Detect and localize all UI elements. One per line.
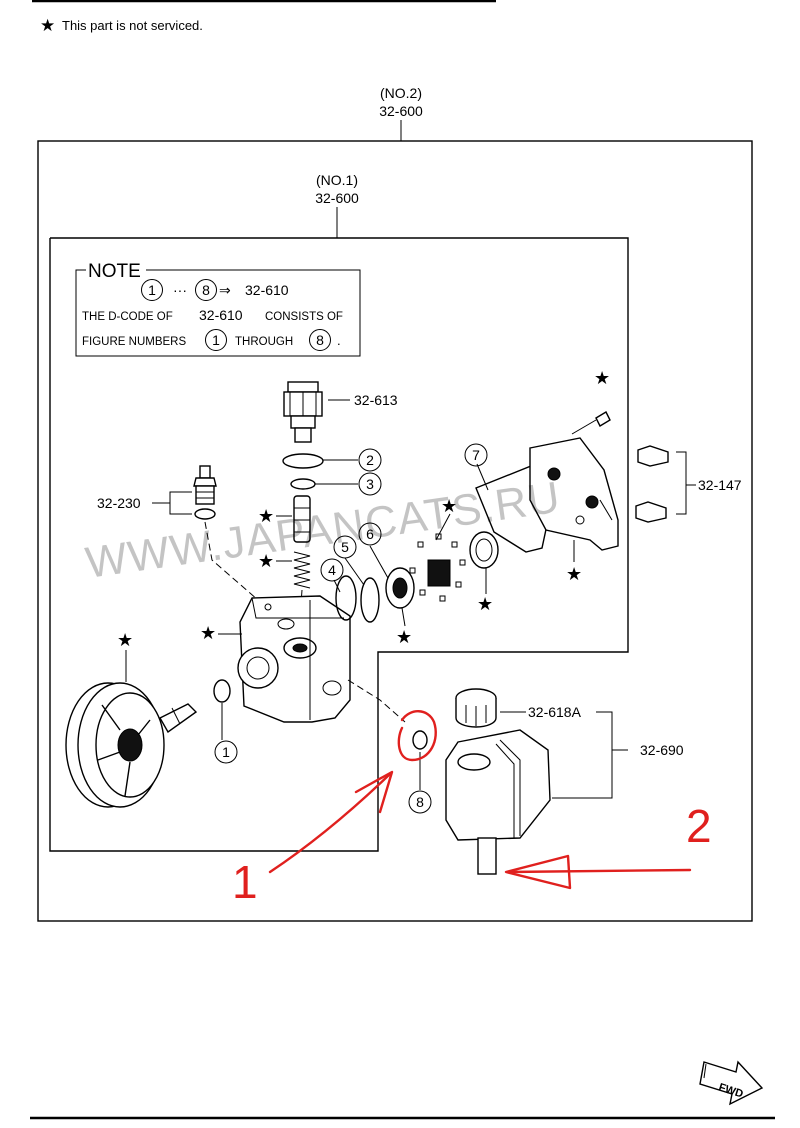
note-line3-n8: 8: [316, 332, 324, 348]
annotation-label-1: 1: [232, 856, 258, 908]
pulley: [65, 682, 198, 808]
pump-body: [237, 595, 351, 723]
o-ring-8: [412, 730, 428, 750]
label-32-690: 32-690: [640, 742, 684, 758]
label-32-147: 32-147: [698, 477, 742, 493]
label-32-613: 32-613: [354, 392, 398, 408]
callout-5: [333, 535, 357, 559]
callout-1: [214, 740, 238, 764]
rotor-vanes: [409, 533, 466, 602]
valve-spring: [293, 551, 311, 589]
star-icon: ★: [40, 16, 55, 35]
label-32-230: 32-230: [97, 495, 141, 511]
figure-number-8: 8: [416, 794, 424, 810]
red-annotation-2: 2: [504, 800, 712, 890]
callout-6: [358, 522, 382, 546]
note-range-start: 1: [148, 282, 156, 298]
cover-bolt: [571, 411, 611, 435]
outer-assembly-sub: (NO.2): [380, 85, 422, 101]
part-32-147-clips: [635, 445, 669, 523]
callout-2: [358, 448, 382, 472]
figure-number-2: 2: [366, 452, 374, 468]
o-ring-3: [290, 478, 316, 490]
star-icon: ★: [477, 594, 493, 614]
figure-number-7: 7: [472, 447, 480, 463]
legend-text: This part is not serviced.: [62, 18, 203, 33]
figure-number-1: 1: [222, 744, 230, 760]
figure-number-6: 6: [366, 526, 374, 542]
watermark: WWW.JAPANCATS.RU: [83, 473, 564, 588]
star-icon: ★: [200, 623, 216, 643]
callout-8: [408, 790, 432, 814]
side-plate: [469, 531, 499, 569]
inner-assembly-frame: [49, 237, 629, 852]
star-icon: ★: [396, 627, 412, 647]
red-annotation-1: 1: [232, 710, 437, 908]
callout-7: [464, 443, 488, 467]
inner-assembly-sub: (NO.1): [316, 172, 358, 188]
star-icon: ★: [117, 630, 133, 650]
star-icon: ★: [258, 506, 274, 526]
label-32-618A: 32-618A: [528, 704, 582, 720]
part-32-230-fitting: [193, 465, 217, 520]
note-line3-n1: 1: [212, 332, 220, 348]
star-icon: ★: [566, 564, 582, 584]
o-ring-2: [282, 453, 324, 469]
control-valve: [293, 495, 311, 543]
star-icon: ★: [258, 551, 274, 571]
annotation-label-2: 2: [686, 800, 712, 852]
o-ring-5: [360, 577, 380, 623]
reservoir-cap: [455, 688, 497, 728]
figure-number-4: 4: [328, 562, 336, 578]
note-box: NOTE 1 ··· 8 ⇒ 32-610 THE D-CODE OF 32-6…: [75, 261, 361, 357]
callout-3: [358, 472, 382, 496]
fwd-arrow-icon: FWD: [699, 1060, 764, 1106]
figure-number-3: 3: [366, 476, 374, 492]
note-range-end: 8: [202, 282, 210, 298]
outer-assembly-code: 32-600: [379, 103, 423, 119]
rear-cover: [529, 437, 619, 551]
shaft-seal: [213, 679, 231, 703]
note-range-dots: ···: [173, 282, 187, 298]
o-ring-4: [335, 575, 357, 621]
note-line2-code: 32-610: [199, 307, 243, 323]
inner-assembly-code: 32-600: [315, 190, 359, 206]
note-arrow: ⇒: [219, 282, 231, 298]
note-line2-b: CONSISTS OF: [265, 311, 343, 323]
star-icon: ★: [594, 368, 610, 388]
reservoir: [445, 729, 551, 875]
note-line2-a: THE D-CODE OF: [82, 311, 173, 323]
note-range-code: 32-610: [245, 282, 289, 298]
star-icon: ★: [441, 496, 457, 516]
outer-assembly-frame: [37, 140, 753, 922]
callout-4: [320, 558, 344, 582]
note-title: NOTE: [88, 261, 141, 282]
note-line3-mid: THROUGH: [235, 336, 293, 348]
cam-ring: [385, 567, 415, 609]
figure-number-5: 5: [341, 539, 349, 555]
note-line3-end: .: [337, 333, 341, 348]
note-line3-a: FIGURE NUMBERS: [82, 336, 186, 348]
part-32-613-connector: [283, 381, 350, 443]
